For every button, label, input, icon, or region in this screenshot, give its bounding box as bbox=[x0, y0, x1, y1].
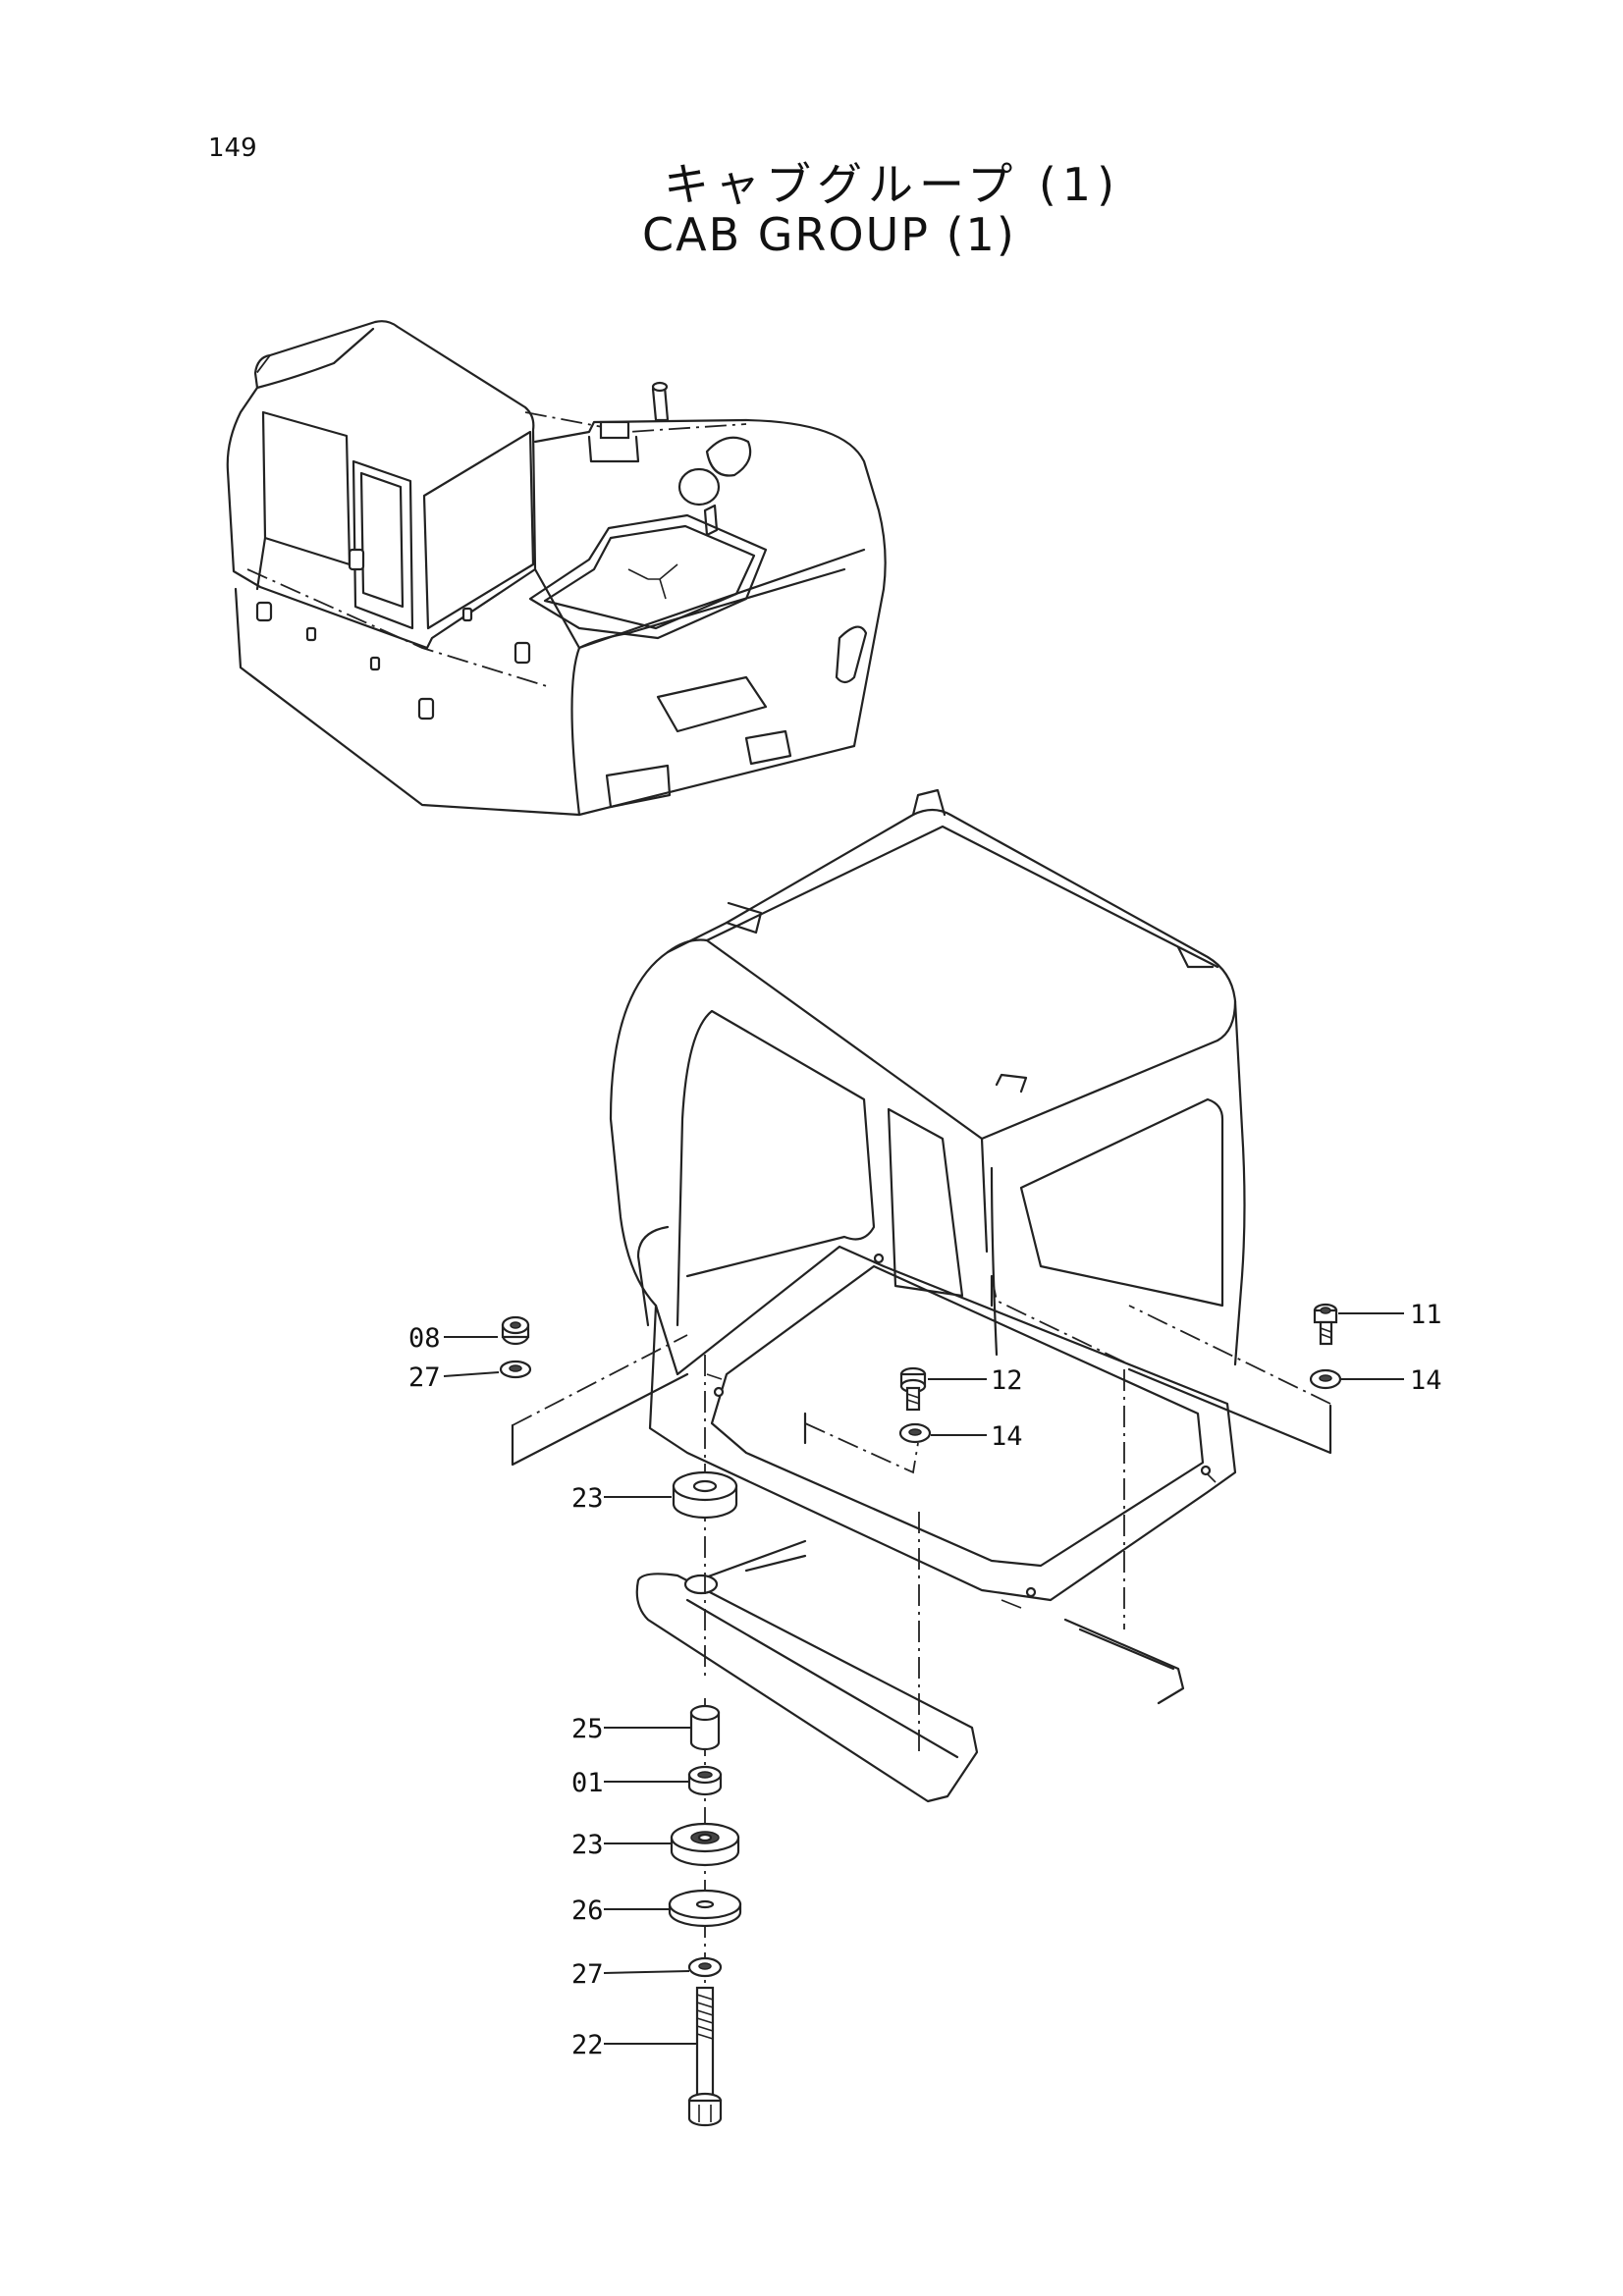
part-27-washer-lower bbox=[687, 1956, 723, 1978]
part-25-collar bbox=[689, 1704, 721, 1751]
part-23-rubber-mount-lower bbox=[670, 1822, 740, 1867]
machine-overview-illustration bbox=[226, 320, 887, 817]
part-01-washer bbox=[687, 1765, 723, 1796]
callout-22: 22 bbox=[571, 2030, 604, 2060]
callout-11: 11 bbox=[1410, 1300, 1442, 1330]
callout-08: 08 bbox=[408, 1323, 441, 1354]
title-japanese: キャブグループ (1) bbox=[664, 158, 1121, 211]
part-14-washer-right bbox=[1309, 1368, 1342, 1390]
callout-12: 12 bbox=[991, 1365, 1023, 1396]
callout-01: 01 bbox=[571, 1768, 604, 1798]
page-number: 149 bbox=[208, 133, 257, 163]
callout-27-lower: 27 bbox=[571, 1959, 604, 1990]
part-27-washer-upper bbox=[499, 1360, 532, 1379]
part-22-bolt bbox=[687, 1986, 723, 2127]
callout-14-middle: 14 bbox=[991, 1421, 1023, 1452]
hardware-parts bbox=[499, 1303, 1342, 2127]
cab-shell-illustration bbox=[511, 788, 1332, 2091]
callout-25: 25 bbox=[571, 1714, 604, 1744]
callout-26: 26 bbox=[571, 1896, 604, 1926]
callout-27-upper: 27 bbox=[408, 1362, 441, 1393]
part-12-bolt bbox=[899, 1366, 927, 1412]
part-11-bolt bbox=[1313, 1303, 1338, 1346]
title-english: CAB GROUP (1) bbox=[642, 208, 1016, 261]
callout-14-right: 14 bbox=[1410, 1365, 1442, 1396]
callout-labels: 08 27 23 12 14 11 14 25 01 23 26 27 22 bbox=[408, 1300, 1442, 2060]
part-14-washer-middle bbox=[898, 1422, 932, 1444]
callout-leaders bbox=[443, 1312, 1404, 2045]
callout-23-upper: 23 bbox=[571, 1483, 604, 1514]
part-23-rubber-mount-upper bbox=[672, 1470, 738, 1520]
callout-23-lower: 23 bbox=[571, 1830, 604, 1860]
cab-mount-bolts-overview bbox=[255, 548, 531, 721]
part-26-plate bbox=[668, 1889, 742, 1928]
part-08-nut bbox=[501, 1315, 530, 1346]
